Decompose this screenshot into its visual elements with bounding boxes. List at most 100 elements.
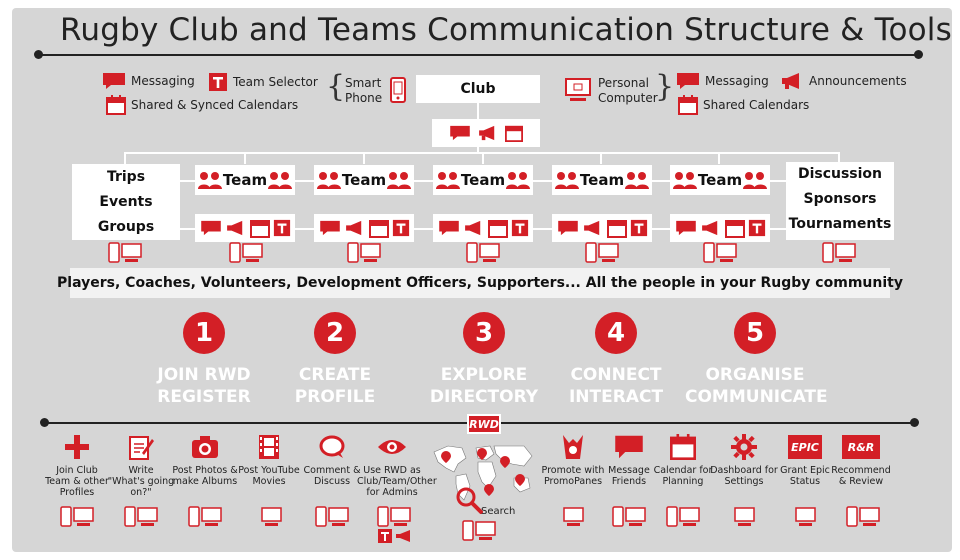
team-selector-icon xyxy=(273,219,291,237)
title-rule xyxy=(38,54,918,56)
tool-comment[interactable]: Comment & Discuss xyxy=(297,432,367,487)
calendar-icon xyxy=(678,95,698,115)
step-3-number: 3 xyxy=(463,312,505,354)
drop-3 xyxy=(363,152,365,164)
team-label: Team xyxy=(697,171,743,189)
team-box-1: Team xyxy=(195,165,295,195)
tool-write[interactable]: Write "What's going on?" xyxy=(106,432,176,498)
message-icon xyxy=(614,434,644,460)
tool-devices-epic xyxy=(795,506,817,528)
calendar-icon xyxy=(106,95,126,115)
calendar-icon xyxy=(606,218,627,238)
legend-messaging-label: Messaging xyxy=(131,74,195,88)
right-box-items: Discussion Sponsors Tournaments xyxy=(786,162,894,237)
message-icon xyxy=(102,72,126,90)
calendar-icon xyxy=(724,218,745,238)
map-pin-2 xyxy=(477,448,487,460)
legend-announcements-label: Announcements xyxy=(809,74,907,88)
step-1-number: 1 xyxy=(183,312,225,354)
left-item-events: Events xyxy=(99,194,153,210)
megaphone-icon xyxy=(700,220,722,236)
device-pair-3 xyxy=(347,242,381,264)
megaphone-icon xyxy=(477,125,499,141)
team-tools-bar-2 xyxy=(314,214,414,242)
tool-devices-dashboard xyxy=(734,506,756,528)
right-item-discussion: Discussion xyxy=(797,166,883,182)
left-item-trips: Trips xyxy=(106,169,146,185)
legend-announcements: Announcements xyxy=(780,72,907,90)
tool-use-rwd-admin[interactable]: Use RWD as Club/Team/Other for Admins xyxy=(357,432,437,498)
people-icon xyxy=(672,171,697,189)
team-box-3: Team xyxy=(433,165,533,195)
map-pin-4 xyxy=(515,474,525,486)
tool-grant-epic[interactable]: EPIC Grant Epic Status xyxy=(770,432,840,487)
tool-devices-photos xyxy=(188,506,222,528)
camera-icon xyxy=(191,435,219,459)
tool-calendar[interactable]: Calendar for Planning xyxy=(648,432,718,487)
team-label: Team xyxy=(579,171,625,189)
plus-icon xyxy=(64,434,90,460)
map-pin-5 xyxy=(484,484,494,496)
drop-1 xyxy=(124,152,126,164)
phone-icon xyxy=(390,77,406,103)
page-title: Rugby Club and Teams Communication Struc… xyxy=(60,12,952,48)
rwd-logo: RWD xyxy=(467,414,501,434)
club-tools-stem xyxy=(477,147,479,153)
step-2-number: 2 xyxy=(314,312,356,354)
message-icon xyxy=(557,220,579,236)
team-selector-icon xyxy=(630,219,648,237)
people-icon xyxy=(435,171,460,189)
team-box-2: Team xyxy=(314,165,414,195)
tool-devices-comment xyxy=(315,506,349,528)
legend-team-selector: Team Selector xyxy=(208,72,318,92)
team-label: Team xyxy=(341,171,387,189)
team-box-5: Team xyxy=(670,165,770,195)
legend-team-selector-label: Team Selector xyxy=(233,75,318,89)
calendar-icon xyxy=(487,218,508,238)
team-tools-bar-1 xyxy=(195,214,295,242)
map-pin-1 xyxy=(441,451,451,463)
team-tools-bar-3 xyxy=(433,214,533,242)
map-search-devices xyxy=(462,520,496,542)
map-search-label: Search xyxy=(481,506,516,517)
drop-2 xyxy=(244,152,246,164)
tool-devices-join xyxy=(60,506,94,528)
tool-post-photos[interactable]: Post Photos & make Albums xyxy=(170,432,240,487)
personal-computer-label: Personal Computer xyxy=(598,76,658,105)
tool-dashboard[interactable]: Dashboard for Settings xyxy=(709,432,779,487)
tool-join-club[interactable]: Join Club Team & other Profiles xyxy=(42,432,112,498)
calendar-icon xyxy=(249,218,270,238)
brace-left: { xyxy=(326,69,346,104)
tool-recommend[interactable]: R&R Recommend & Review xyxy=(826,432,896,487)
title-rule-end-left xyxy=(34,50,43,59)
people-icon xyxy=(316,171,341,189)
map-pin-3 xyxy=(500,456,510,468)
tool-post-youtube[interactable]: Post YouTube Movies xyxy=(234,432,304,487)
title-rule-end-right xyxy=(914,50,923,59)
calendar-icon xyxy=(368,218,389,238)
tool-devices-youtube xyxy=(261,506,283,528)
comment-icon xyxy=(319,435,345,459)
club-box: Club xyxy=(416,75,540,103)
people-icon xyxy=(268,171,293,189)
legend-calendars-label: Shared & Synced Calendars xyxy=(131,98,299,112)
people-icon xyxy=(743,171,768,189)
community-bar: Players, Coaches, Volunteers, Developmen… xyxy=(57,268,903,298)
club-tools-bar xyxy=(432,119,540,147)
team-tools-bar-4 xyxy=(552,214,652,242)
rr-icon: R&R xyxy=(842,435,880,459)
message-icon xyxy=(449,125,471,141)
drop-6 xyxy=(718,152,720,164)
tool-message-friends[interactable]: Message Friends xyxy=(594,432,664,487)
drop-7 xyxy=(838,152,840,164)
message-icon xyxy=(675,220,697,236)
device-pair-1 xyxy=(108,242,142,264)
device-pair-2 xyxy=(229,242,263,264)
promo-icon xyxy=(560,433,586,461)
legend-right-calendars: Shared Calendars xyxy=(678,95,809,115)
step-4-number: 4 xyxy=(595,312,637,354)
tool-promote[interactable]: Promote with PromoPanes xyxy=(538,432,608,487)
right-item-tournaments: Tournaments xyxy=(788,216,892,232)
